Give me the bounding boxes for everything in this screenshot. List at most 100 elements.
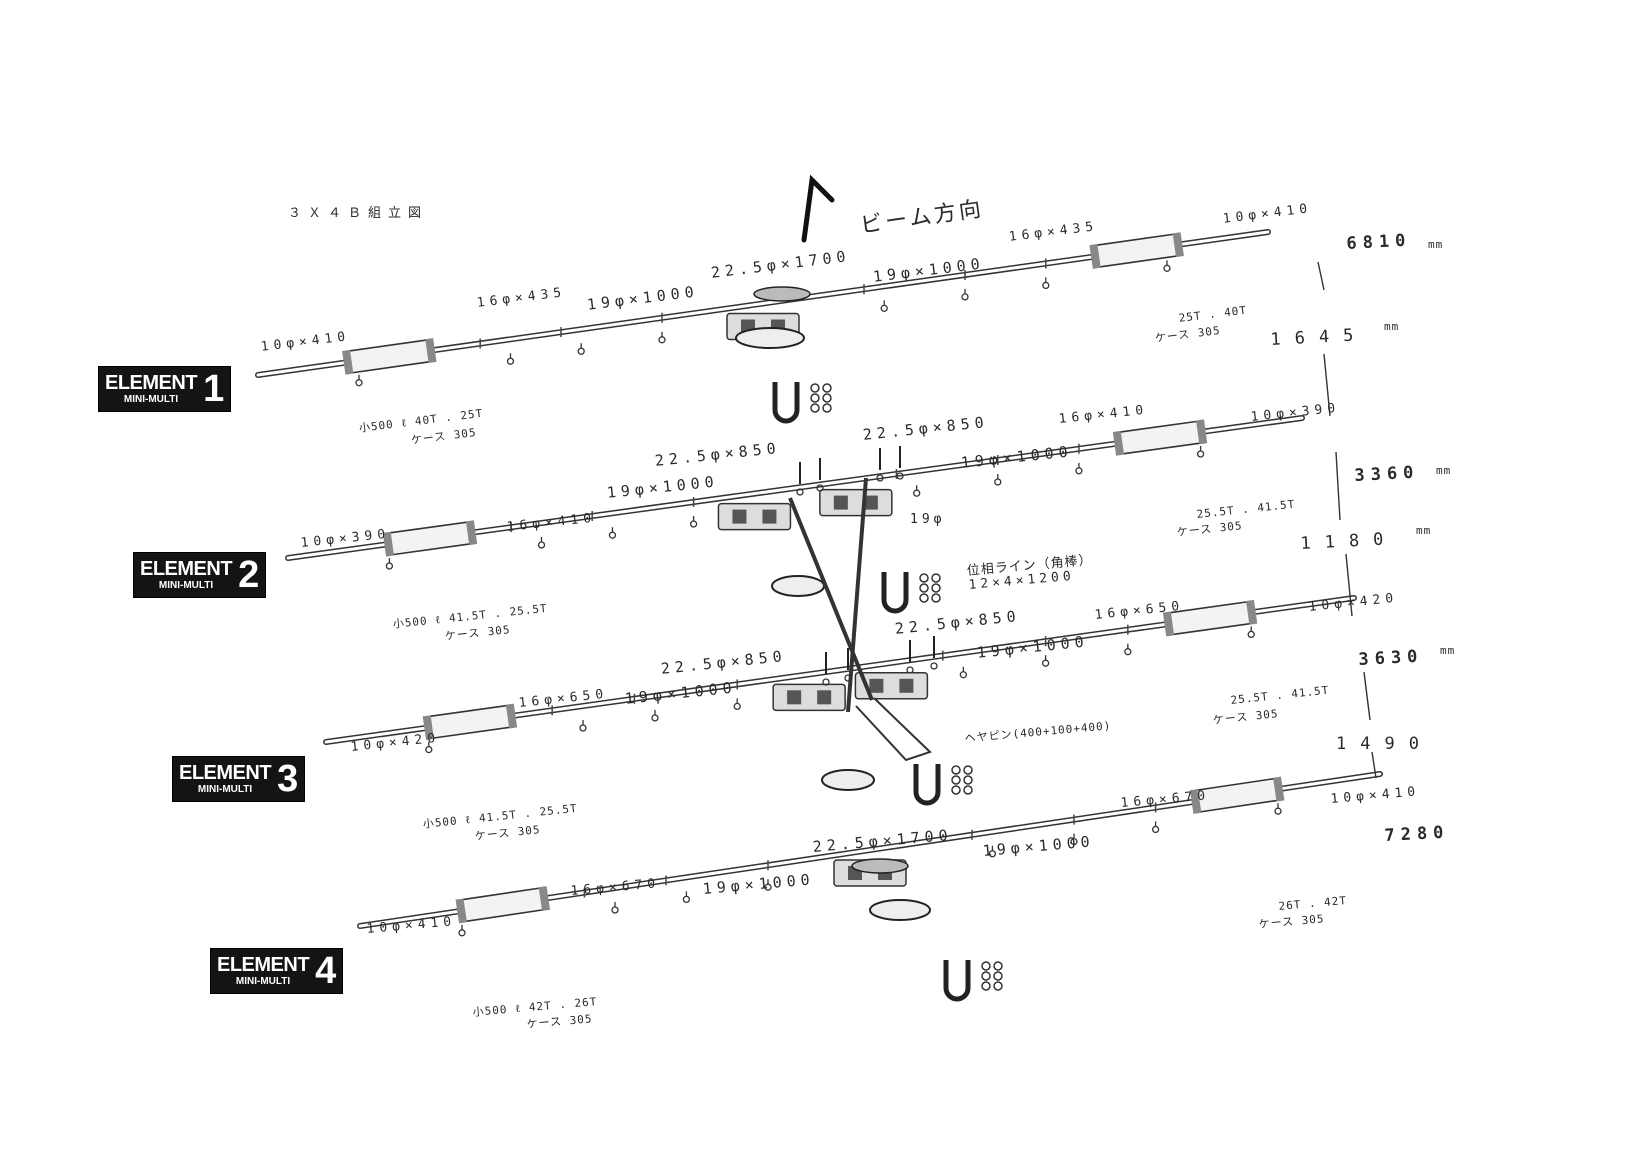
e3-length: 3630 <box>1358 646 1424 670</box>
trap-cap <box>1112 430 1125 456</box>
hub-nut <box>816 484 824 492</box>
element-4-clamp-screw <box>611 906 619 914</box>
e4-u-bolt-nut <box>981 971 991 981</box>
e4-u-bolt-washer <box>993 971 1003 981</box>
e4-u-bolt-washer <box>993 981 1003 991</box>
spacing-arrow-2-up <box>1335 451 1341 521</box>
badge-number: 3 <box>277 758 299 800</box>
element-2-clamp-screw <box>1196 450 1205 458</box>
badge-sub: MINI-MULTI <box>123 394 179 405</box>
e2-u-bolt-nut <box>919 593 929 603</box>
e4-u-bolt-washer <box>993 961 1003 971</box>
element-2-clamp-screw <box>385 562 394 570</box>
e4-length: 7280 <box>1384 822 1450 846</box>
hairpin <box>855 697 932 762</box>
e4-mount-bracket <box>869 899 931 921</box>
element-4-clamp-screw <box>1151 825 1160 834</box>
trap-cap <box>1246 599 1258 625</box>
element-3-trap-1 <box>422 703 518 741</box>
element-4-clamp-screw <box>682 895 691 904</box>
e3-u-bolt-washer <box>963 765 973 775</box>
hub-nut <box>930 662 938 670</box>
element-2-clamp-screw <box>913 489 921 497</box>
badge-word: ELEMENT <box>217 954 310 976</box>
hub-nut <box>796 488 804 496</box>
e3-u-bolt-nut <box>951 765 961 775</box>
e1-length-unit: mm <box>1428 238 1444 251</box>
e1-length: 6810 <box>1346 230 1412 254</box>
hub-nut <box>896 472 904 480</box>
spacing-arrow-3-down <box>1371 751 1377 779</box>
trap-cap <box>1273 776 1285 802</box>
trap-body <box>459 887 547 923</box>
trap-cap <box>1089 244 1101 269</box>
spacing-1-2-unit: mm <box>1384 320 1400 333</box>
element-1-clamp-screw <box>658 336 666 344</box>
element-1-clamp-screw <box>355 379 363 387</box>
trap-body <box>345 339 433 374</box>
element-4-clamp-screw <box>1274 807 1282 815</box>
element-1-trap-2 <box>1089 232 1184 269</box>
trap-cap <box>382 531 394 557</box>
element-2-clamp-screw <box>994 478 1002 486</box>
e4-u-bolt <box>943 960 971 1002</box>
e2-u-bolt-nut <box>919 583 929 593</box>
e2-u-bolt-washer <box>931 583 941 593</box>
trap-cap <box>1196 419 1208 445</box>
element-3-plate-block <box>869 678 884 693</box>
element-2-clamp-screw <box>608 531 617 539</box>
e1-u-bolt-nut <box>810 383 820 393</box>
trap-cap <box>342 349 354 375</box>
e4-u-bolt-nut <box>981 981 991 991</box>
element-3-plate-block <box>899 678 914 693</box>
element-3-clamp-screw <box>733 702 741 711</box>
element-3-clamp-screw <box>579 724 587 732</box>
element-3-boom-plate <box>772 683 846 712</box>
badge-sub: MINI-MULTI <box>235 976 291 987</box>
e3-u-bolt-nut <box>951 785 961 795</box>
page-title: ３Ｘ４Ｂ組立図 <box>288 206 429 221</box>
badge-number: 2 <box>238 554 260 596</box>
phase-line-rod-b <box>846 477 868 713</box>
spacing-arrow-2-down <box>1345 553 1353 617</box>
element-3-trap-2 <box>1162 599 1258 637</box>
element-2-trap-2 <box>1112 419 1208 456</box>
e1-u-bolt-washer <box>822 403 832 413</box>
element-2-plate-block <box>863 495 878 510</box>
phase-line-rod-a <box>788 497 874 701</box>
element-2-trap-1 <box>382 520 478 557</box>
element-1-clamp-screw <box>961 293 969 301</box>
element-3-clamp-screw <box>1247 630 1255 639</box>
hub-nut <box>844 674 852 682</box>
element-3-clamp-screw <box>651 714 659 722</box>
element-3-clamp-screw <box>1041 659 1050 667</box>
e3-u-bolt <box>913 764 941 806</box>
trap-cap <box>425 338 437 363</box>
spacing-2-3-unit: mm <box>1416 524 1432 537</box>
element-3-clamp-screw <box>1124 648 1132 656</box>
e2-u-bolt-washer <box>931 593 941 603</box>
trap-cap <box>505 703 518 729</box>
spacing-arrow-1-up <box>1317 261 1325 291</box>
e1-u-bolt-washer <box>822 383 832 393</box>
e2-length: 3360 <box>1354 462 1420 486</box>
spacing-3-4: 1490 <box>1336 734 1433 754</box>
e2-u-bolt <box>881 572 909 614</box>
beam-direction-arrow <box>801 174 835 243</box>
e2-stub: 19φ <box>910 512 946 527</box>
spacing-arrow-3-up <box>1363 671 1371 721</box>
trap-body <box>1116 420 1204 455</box>
trap-cap <box>465 520 478 546</box>
element-3-clamp-screw <box>425 745 433 754</box>
element-1-trap-1 <box>342 338 437 375</box>
element-2-plate-block <box>732 509 747 524</box>
trap-body <box>386 521 474 556</box>
e3-u-bolt-washer <box>963 775 973 785</box>
trap-body <box>426 704 514 739</box>
e3-length-unit: mm <box>1440 644 1456 657</box>
